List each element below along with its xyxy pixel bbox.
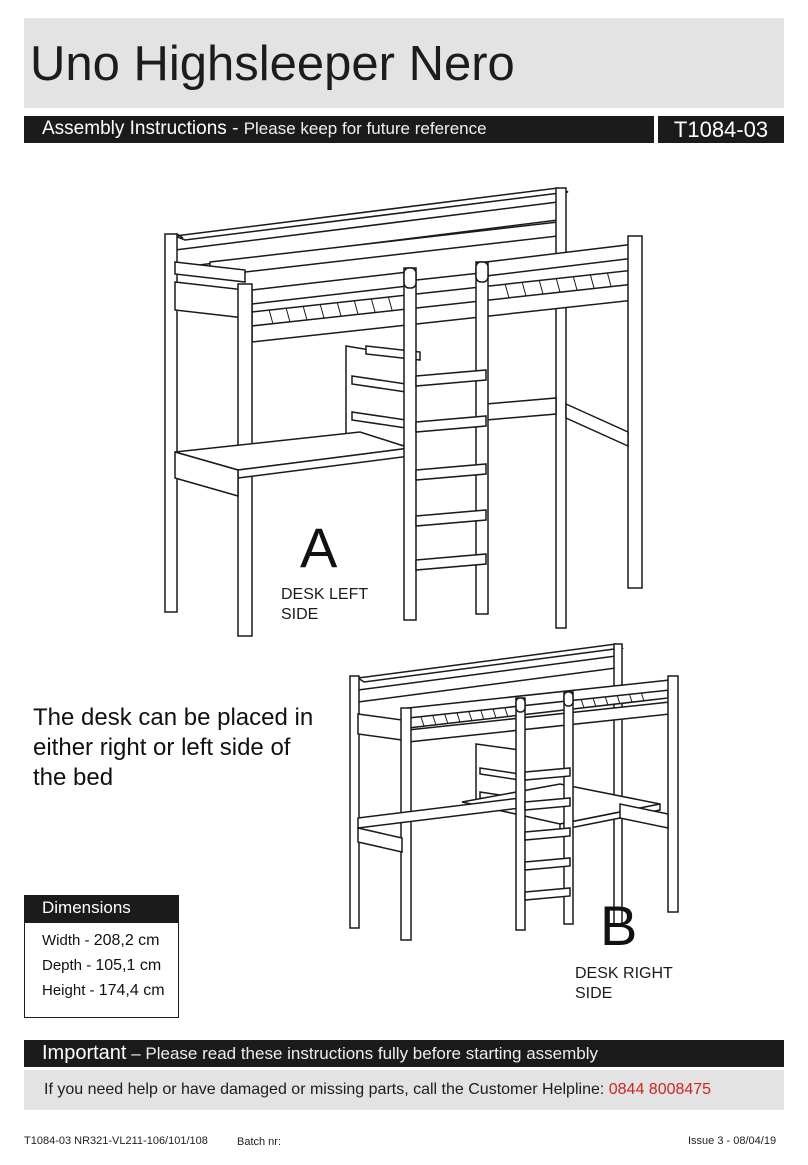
important-message: – Please read these instructions fully b… — [126, 1044, 599, 1063]
dimensions-heading: Dimensions — [42, 898, 131, 917]
caption-a-line1: DESK LEFT — [281, 586, 369, 603]
footer-issue: Issue 3 - 08/04/19 — [688, 1135, 777, 1147]
header-separator: - — [226, 118, 244, 139]
helpline-text: If you need help or have damaged or miss… — [44, 1081, 711, 1099]
caption-b-line1: DESK RIGHT — [575, 965, 673, 982]
dimension-label: Width - — [42, 932, 94, 949]
important-bar — [24, 1040, 784, 1067]
helpline-label: Customer Helpline: — [468, 1081, 609, 1098]
document-code: T1084-03 — [673, 117, 769, 142]
header-text: Assembly Instructions - Please keep for … — [42, 118, 487, 140]
desk-placement-note: The desk can be placed in either right o… — [33, 704, 314, 791]
page-title: Uno Highsleeper Nero — [30, 37, 515, 91]
dimension-row-height: Height - 174,4 cm — [42, 982, 165, 1000]
dimensions-box — [24, 922, 179, 1018]
title-band — [24, 18, 784, 108]
dimension-label: Height - — [42, 982, 99, 999]
header-bar — [24, 116, 654, 143]
dimension-row-depth: Depth - 105,1 cm — [42, 957, 161, 975]
label-b: B — [600, 894, 638, 957]
important-label: Important — [42, 1042, 127, 1064]
helpline-intro: If you need help or have damaged or miss… — [44, 1081, 469, 1098]
dimension-value: 105,1 cm — [95, 957, 162, 974]
header-label: Assembly Instructions — [42, 118, 227, 139]
dimension-value: 208,2 cm — [93, 932, 160, 949]
header-code-box — [658, 116, 784, 143]
footer-batch: Batch nr: — [237, 1136, 282, 1148]
dimensions-header-bar — [24, 895, 179, 922]
helpline-band — [24, 1070, 784, 1110]
important-text: Important – Please read these instructio… — [42, 1042, 598, 1065]
helpline-phone: 0844 8008475 — [608, 1081, 712, 1098]
footer-code: T1084-03 NR321-VL211-106/101/108 — [24, 1135, 208, 1147]
label-a: A — [300, 516, 338, 579]
caption-b-line2: SIDE — [575, 985, 613, 1002]
dimension-row-width: Width - 208,2 cm — [42, 932, 160, 950]
caption-a-line2: SIDE — [281, 606, 319, 623]
dimension-value: 174,4 cm — [98, 982, 165, 999]
header-subtitle: Please keep for future reference — [243, 119, 487, 138]
dimension-label: Depth - — [42, 957, 96, 974]
